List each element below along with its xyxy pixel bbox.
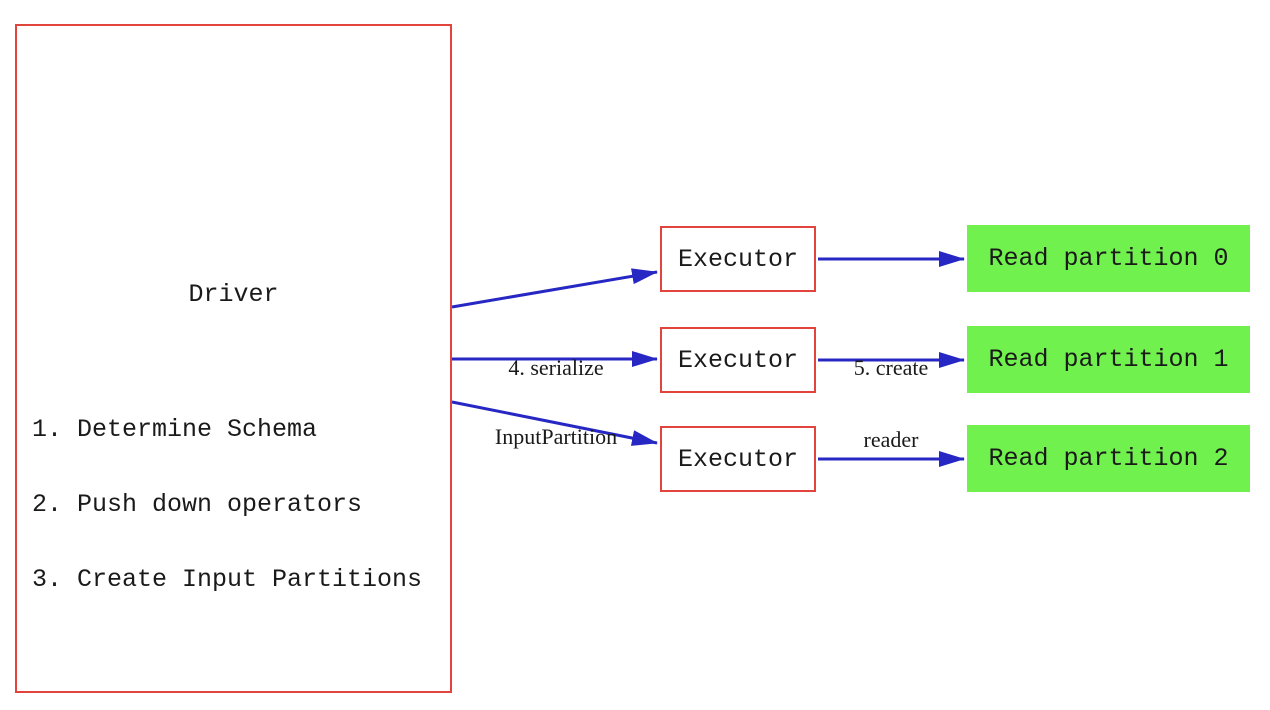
- edge-label-serialize-inputpartition: 4. serialize InputPartition: [466, 310, 646, 494]
- executor-box-1: Executor: [660, 226, 816, 292]
- executor-1-label: Executor: [677, 244, 799, 274]
- read-partition-1-box: Read partition 1: [967, 326, 1250, 393]
- driver-step-1: 1. Determine Schema: [32, 415, 318, 444]
- executor-box-2: Executor: [660, 327, 816, 393]
- driver-step-3: 3. Create Input Partitions: [32, 565, 423, 594]
- edge-label-reader-line1: 5. create: [853, 355, 929, 380]
- read-partition-1-label: Read partition 1: [988, 345, 1229, 374]
- read-partition-0-box: Read partition 0: [967, 225, 1250, 292]
- arrow-driver-to-executor-1: [451, 268, 658, 309]
- driver-title: Driver: [188, 280, 279, 309]
- edge-label-serialize-line2: InputPartition: [494, 424, 618, 449]
- driver-step-2: 2. Push down operators: [32, 490, 363, 519]
- driver-steps-list: 1. Determine Schema 2. Push down operato…: [32, 367, 422, 642]
- edge-label-serialize-line1: 4. serialize: [508, 355, 604, 380]
- read-partition-2-box: Read partition 2: [967, 425, 1250, 492]
- executor-box-3: Executor: [660, 426, 816, 492]
- edge-label-create-reader: 5. create reader: [811, 308, 971, 500]
- driver-box: [15, 24, 452, 693]
- read-partition-0-label: Read partition 0: [988, 244, 1229, 273]
- executor-3-label: Executor: [677, 444, 799, 474]
- edge-label-reader-line2: reader: [863, 427, 919, 452]
- read-partition-2-label: Read partition 2: [988, 444, 1229, 473]
- executor-2-label: Executor: [677, 345, 799, 375]
